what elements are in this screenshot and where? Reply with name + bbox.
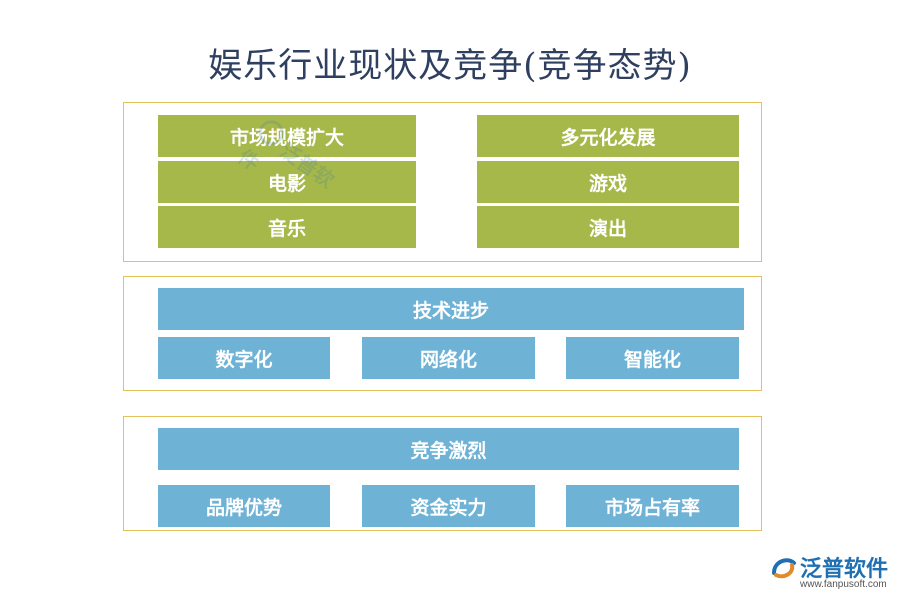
tech-progress-header: 技术进步 — [158, 288, 744, 330]
logo-name: 泛普软件 — [800, 557, 889, 582]
market-scale-box: 市场规模扩大 — [158, 115, 416, 157]
fanpu-logo-icon — [772, 558, 796, 579]
digitization-box: 数字化 — [158, 337, 330, 379]
fanpu-logo: 泛普软件 www.fanpusoft.com — [770, 551, 895, 596]
brand-advantage-box: 品牌优势 — [158, 485, 330, 527]
logo-url: www.fanpusoft.com — [800, 579, 887, 590]
performance-box: 演出 — [477, 206, 739, 248]
networking-box: 网络化 — [362, 337, 535, 379]
diversification-box: 多元化发展 — [477, 115, 739, 157]
film-box: 电影 — [158, 161, 416, 203]
tech-panel: 技术进步 数字化 网络化 智能化 — [123, 276, 762, 391]
capital-strength-box: 资金实力 — [362, 485, 535, 527]
competition-panel: 竞争激烈 品牌优势 资金实力 市场占有率 — [123, 416, 762, 531]
music-box: 音乐 — [158, 206, 416, 248]
games-box: 游戏 — [477, 161, 739, 203]
page-title: 娱乐行业现状及竞争(竞争态势) — [208, 46, 692, 86]
market-panel: 市场规模扩大 电影 音乐 多元化发展 游戏 演出 — [123, 102, 762, 262]
competition-header: 竞争激烈 — [158, 428, 739, 470]
intelligence-box: 智能化 — [566, 337, 739, 379]
market-share-box: 市场占有率 — [566, 485, 739, 527]
